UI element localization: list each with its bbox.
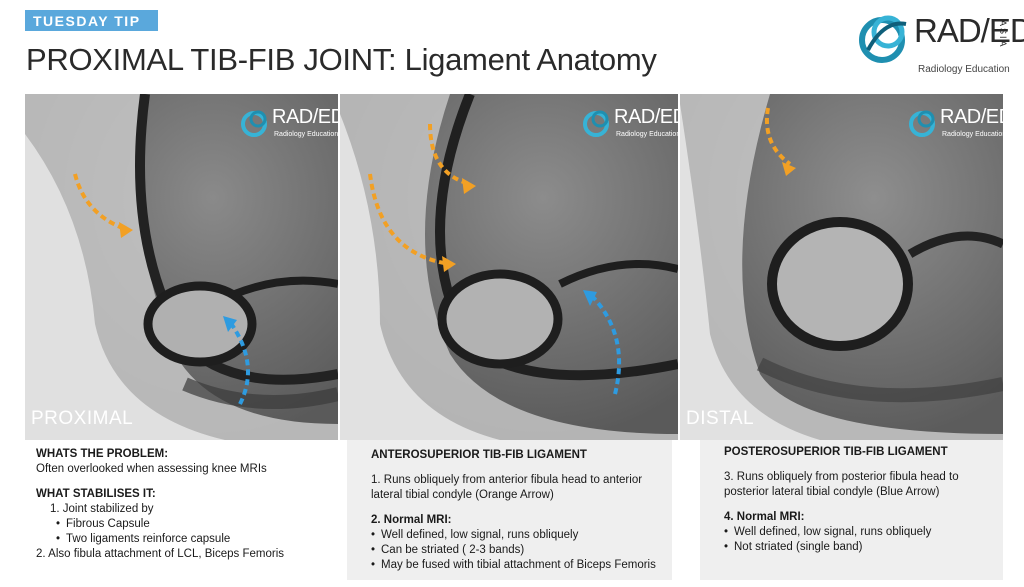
tuesday-tip-tag: TUESDAY TIP [25,10,158,31]
problem-stabilisers-box: WHATS THE PROBLEM: Often overlooked when… [25,440,345,580]
mri-panel-distal: RAD/ED Radiology Education DISTAL [680,94,1003,440]
problem-heading: WHATS THE PROBLEM: [36,448,169,460]
logo-asia: ASIA [998,20,1008,49]
logo-subtitle: Radiology Education [918,64,1010,75]
anterosuperior-text-line1: 1. Runs obliquely from anterior fibula h… [371,474,643,486]
page-title: PROXIMAL TIB-FIB JOINT: Ligament Anatomy [26,42,657,77]
not-striated-item: Not striated (single band) [724,540,1003,555]
fused-biceps-item: May be fused with tibial attachment of B… [371,558,672,573]
mri-image-distal [680,94,1003,440]
striated-item: Can be striated ( 2-3 bands) [371,543,672,558]
anterosuperior-ligament-box: ANTEROSUPERIOR TIB-FIB LIGAMENT 1. Runs … [347,440,672,580]
panel-logo: RAD/ED Radiology Education [908,104,1003,144]
problem-text: Often overlooked when assessing knee MRI… [36,463,267,475]
normal-mri-heading: 4. Normal MRI: [724,511,805,523]
panel-logo-swirl-icon [909,110,935,137]
panel-logo: RAD/ED Radiology Education [240,104,338,144]
panel-logo-subtitle: Radiology Education [616,131,678,138]
anterosuperior-heading: ANTEROSUPERIOR TIB-FIB LIGAMENT [371,449,587,461]
panel-logo-text: RAD/ED [272,106,338,128]
panel-logo-swirl-icon [241,110,267,137]
posterosuperior-text-line1: 3. Runs obliquely from posterior fibula … [724,471,959,483]
panel-logo-subtitle: Radiology Education [942,131,1003,138]
mri-image-middle [340,94,678,440]
normal-mri-heading: 2. Normal MRI: [371,514,452,526]
mri-image-proximal [25,94,338,440]
fibrous-capsule-item: Fibrous Capsule [36,517,345,532]
panel-logo-text: RAD/ED [940,106,1003,128]
logo-text: RAD/ED [914,12,1024,49]
panel-logo-swirl-icon [583,110,609,137]
well-defined-item: Well defined, low signal, runs obliquely [724,525,1003,540]
panel-logo-subtitle: Radiology Education [274,131,338,138]
posterosuperior-ligament-box: POSTEROSUPERIOR TIB-FIB LIGAMENT 3. Runs… [700,440,1003,580]
two-ligaments-item: Two ligaments reinforce capsule [36,532,345,547]
fibula-attachment-item: 2. Also fibula attachment of LCL, Biceps… [36,548,285,560]
posterosuperior-text-line2: posterior lateral tibial condyle (Blue A… [724,486,940,498]
mri-panel-proximal: RAD/ED Radiology Education PROXIMAL [25,94,338,440]
mri-panel-middle: RAD/ED Radiology Education [340,94,678,440]
radedasia-logo: RAD/ED ASIA Radiology Education [858,6,1024,76]
panel-label-distal: DISTAL [686,408,755,429]
logo-swirl-icon [859,15,907,63]
stabilised-by-item: 1. Joint stabilized by [50,503,154,515]
panel-label-proximal: PROXIMAL [31,408,134,429]
panel-logo: RAD/ED Radiology Education [582,104,678,144]
posterosuperior-heading: POSTEROSUPERIOR TIB-FIB LIGAMENT [724,446,948,458]
anterosuperior-text-line2: lateral tibial condyle (Orange Arrow) [371,489,554,501]
stabilises-heading: WHAT STABILISES IT: [36,488,156,500]
panel-logo-text: RAD/ED [614,106,678,128]
well-defined-item: Well defined, low signal, runs obliquely [371,528,672,543]
